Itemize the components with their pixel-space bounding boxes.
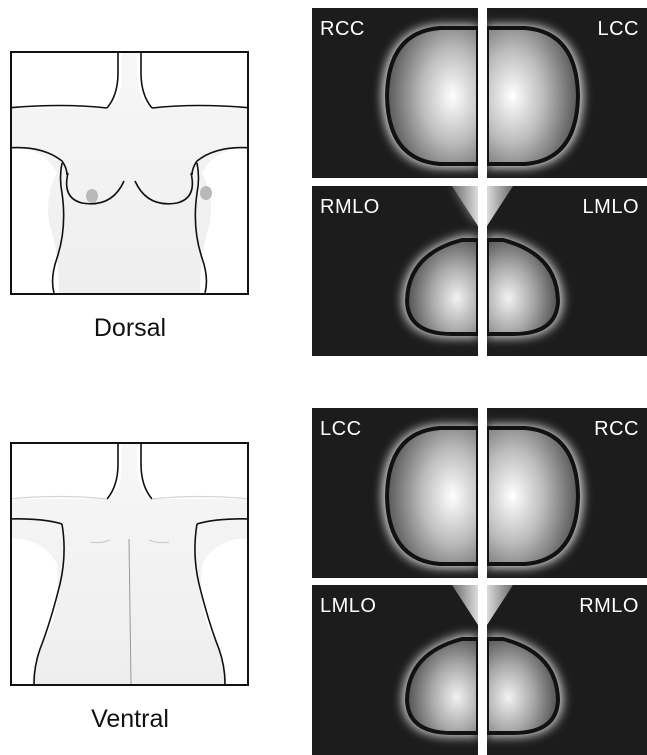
ventral-caption: Ventral <box>30 705 230 734</box>
panel-dorsal-top-right: LCC <box>487 8 647 178</box>
panel-ventral-bottom-right: RMLO <box>487 585 647 755</box>
dorsal-caption: Dorsal <box>30 314 230 343</box>
view-label: LMLO <box>583 196 639 219</box>
ventral-body-illustration <box>10 442 249 686</box>
panel-dorsal-top-left: RCC <box>312 8 478 178</box>
panel-dorsal-bottom-left: RMLO <box>312 186 478 356</box>
view-label: LCC <box>597 18 639 41</box>
front-torso-figure <box>12 53 247 293</box>
view-label: RCC <box>320 18 365 41</box>
back-torso-figure <box>12 444 247 684</box>
panel-ventral-bottom-left: LMLO <box>312 585 478 755</box>
right-nipple <box>200 186 212 200</box>
view-label: RCC <box>594 418 639 441</box>
view-label: LMLO <box>320 595 376 618</box>
view-label: LCC <box>320 418 362 441</box>
left-nipple <box>86 189 98 203</box>
view-label: RMLO <box>320 196 380 219</box>
panel-ventral-top-right: RCC <box>487 408 647 578</box>
panel-dorsal-bottom-right: LMLO <box>487 186 647 356</box>
view-label: RMLO <box>579 595 639 618</box>
dorsal-body-illustration <box>10 51 249 295</box>
panel-ventral-top-left: LCC <box>312 408 478 578</box>
